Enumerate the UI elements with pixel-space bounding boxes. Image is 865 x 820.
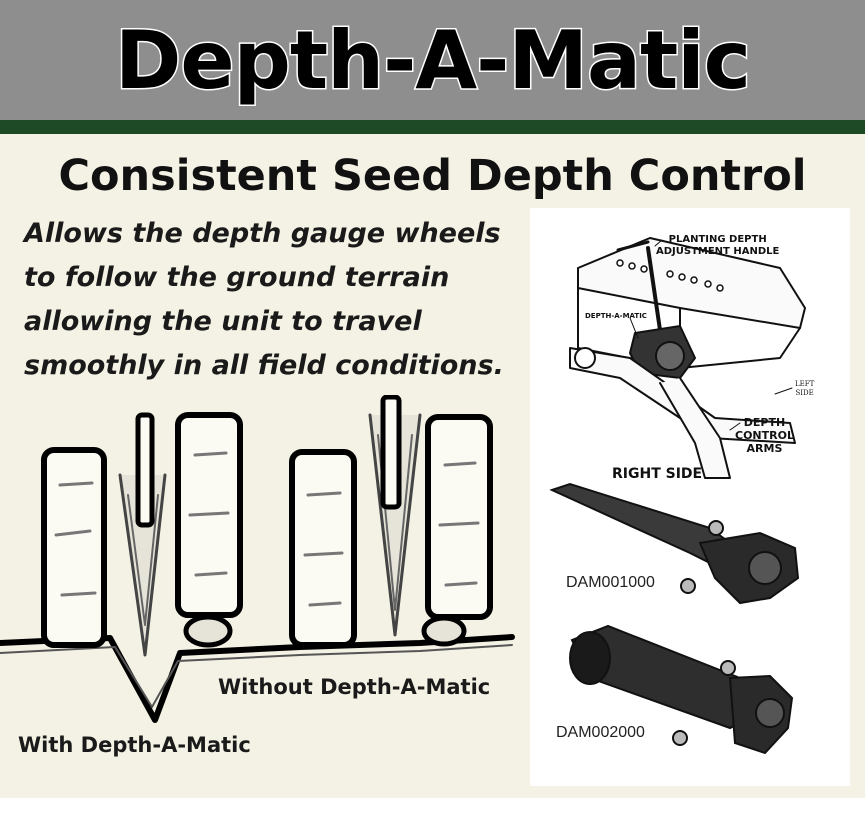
handle-label: PLANTING DEPTH ADJUSTMENT HANDLE [656, 234, 780, 257]
subtitle: Consistent Seed Depth Control [58, 151, 807, 201]
description-line: Allows the depth gauge wheels [24, 218, 501, 249]
gauge-wheel [289, 449, 357, 648]
right-side-label: RIGHT SIDE [612, 466, 703, 482]
ground-line [0, 634, 515, 723]
press-wheel [183, 614, 233, 648]
header-band [0, 0, 865, 120]
gauge-wheel [425, 414, 493, 620]
part-number: DAM002000 [556, 724, 645, 741]
left-side-label: LEFT SIDE [795, 380, 815, 397]
description: Allows the depth gauge wheels to follow … [24, 212, 534, 388]
seed-tube [380, 395, 402, 510]
gauge-wheel-illustration [0, 395, 515, 723]
depth-a-matic-label: DEPTH-A-MATIC [585, 312, 647, 320]
seed-tube [135, 412, 155, 528]
part-number: DAM001000 [566, 574, 655, 591]
gauge-wheel [41, 447, 107, 648]
part-photo-1 [549, 482, 800, 605]
page-title: Depth-A-Matic [113, 12, 752, 108]
description-line: allowing the unit to travel [24, 306, 422, 337]
depth-control-arms-label: DEPTH CONTROL ARMS [735, 416, 794, 455]
header-stripe [0, 120, 865, 134]
description-line: to follow the ground terrain [24, 262, 450, 293]
mounting-diagram [549, 237, 806, 755]
part-photo-2 [569, 624, 794, 755]
press-wheel [421, 615, 467, 647]
gauge-wheel [175, 412, 243, 618]
product-card: PLANTING DEPTH ADJUSTMENT HANDLE DEPTH-A… [530, 208, 850, 786]
label-with-depth-a-matic: With Depth-A-Matic [18, 733, 251, 757]
label-without-depth-a-matic: Without Depth-A-Matic [218, 675, 491, 699]
description-line: smoothly in all field conditions. [24, 350, 504, 381]
